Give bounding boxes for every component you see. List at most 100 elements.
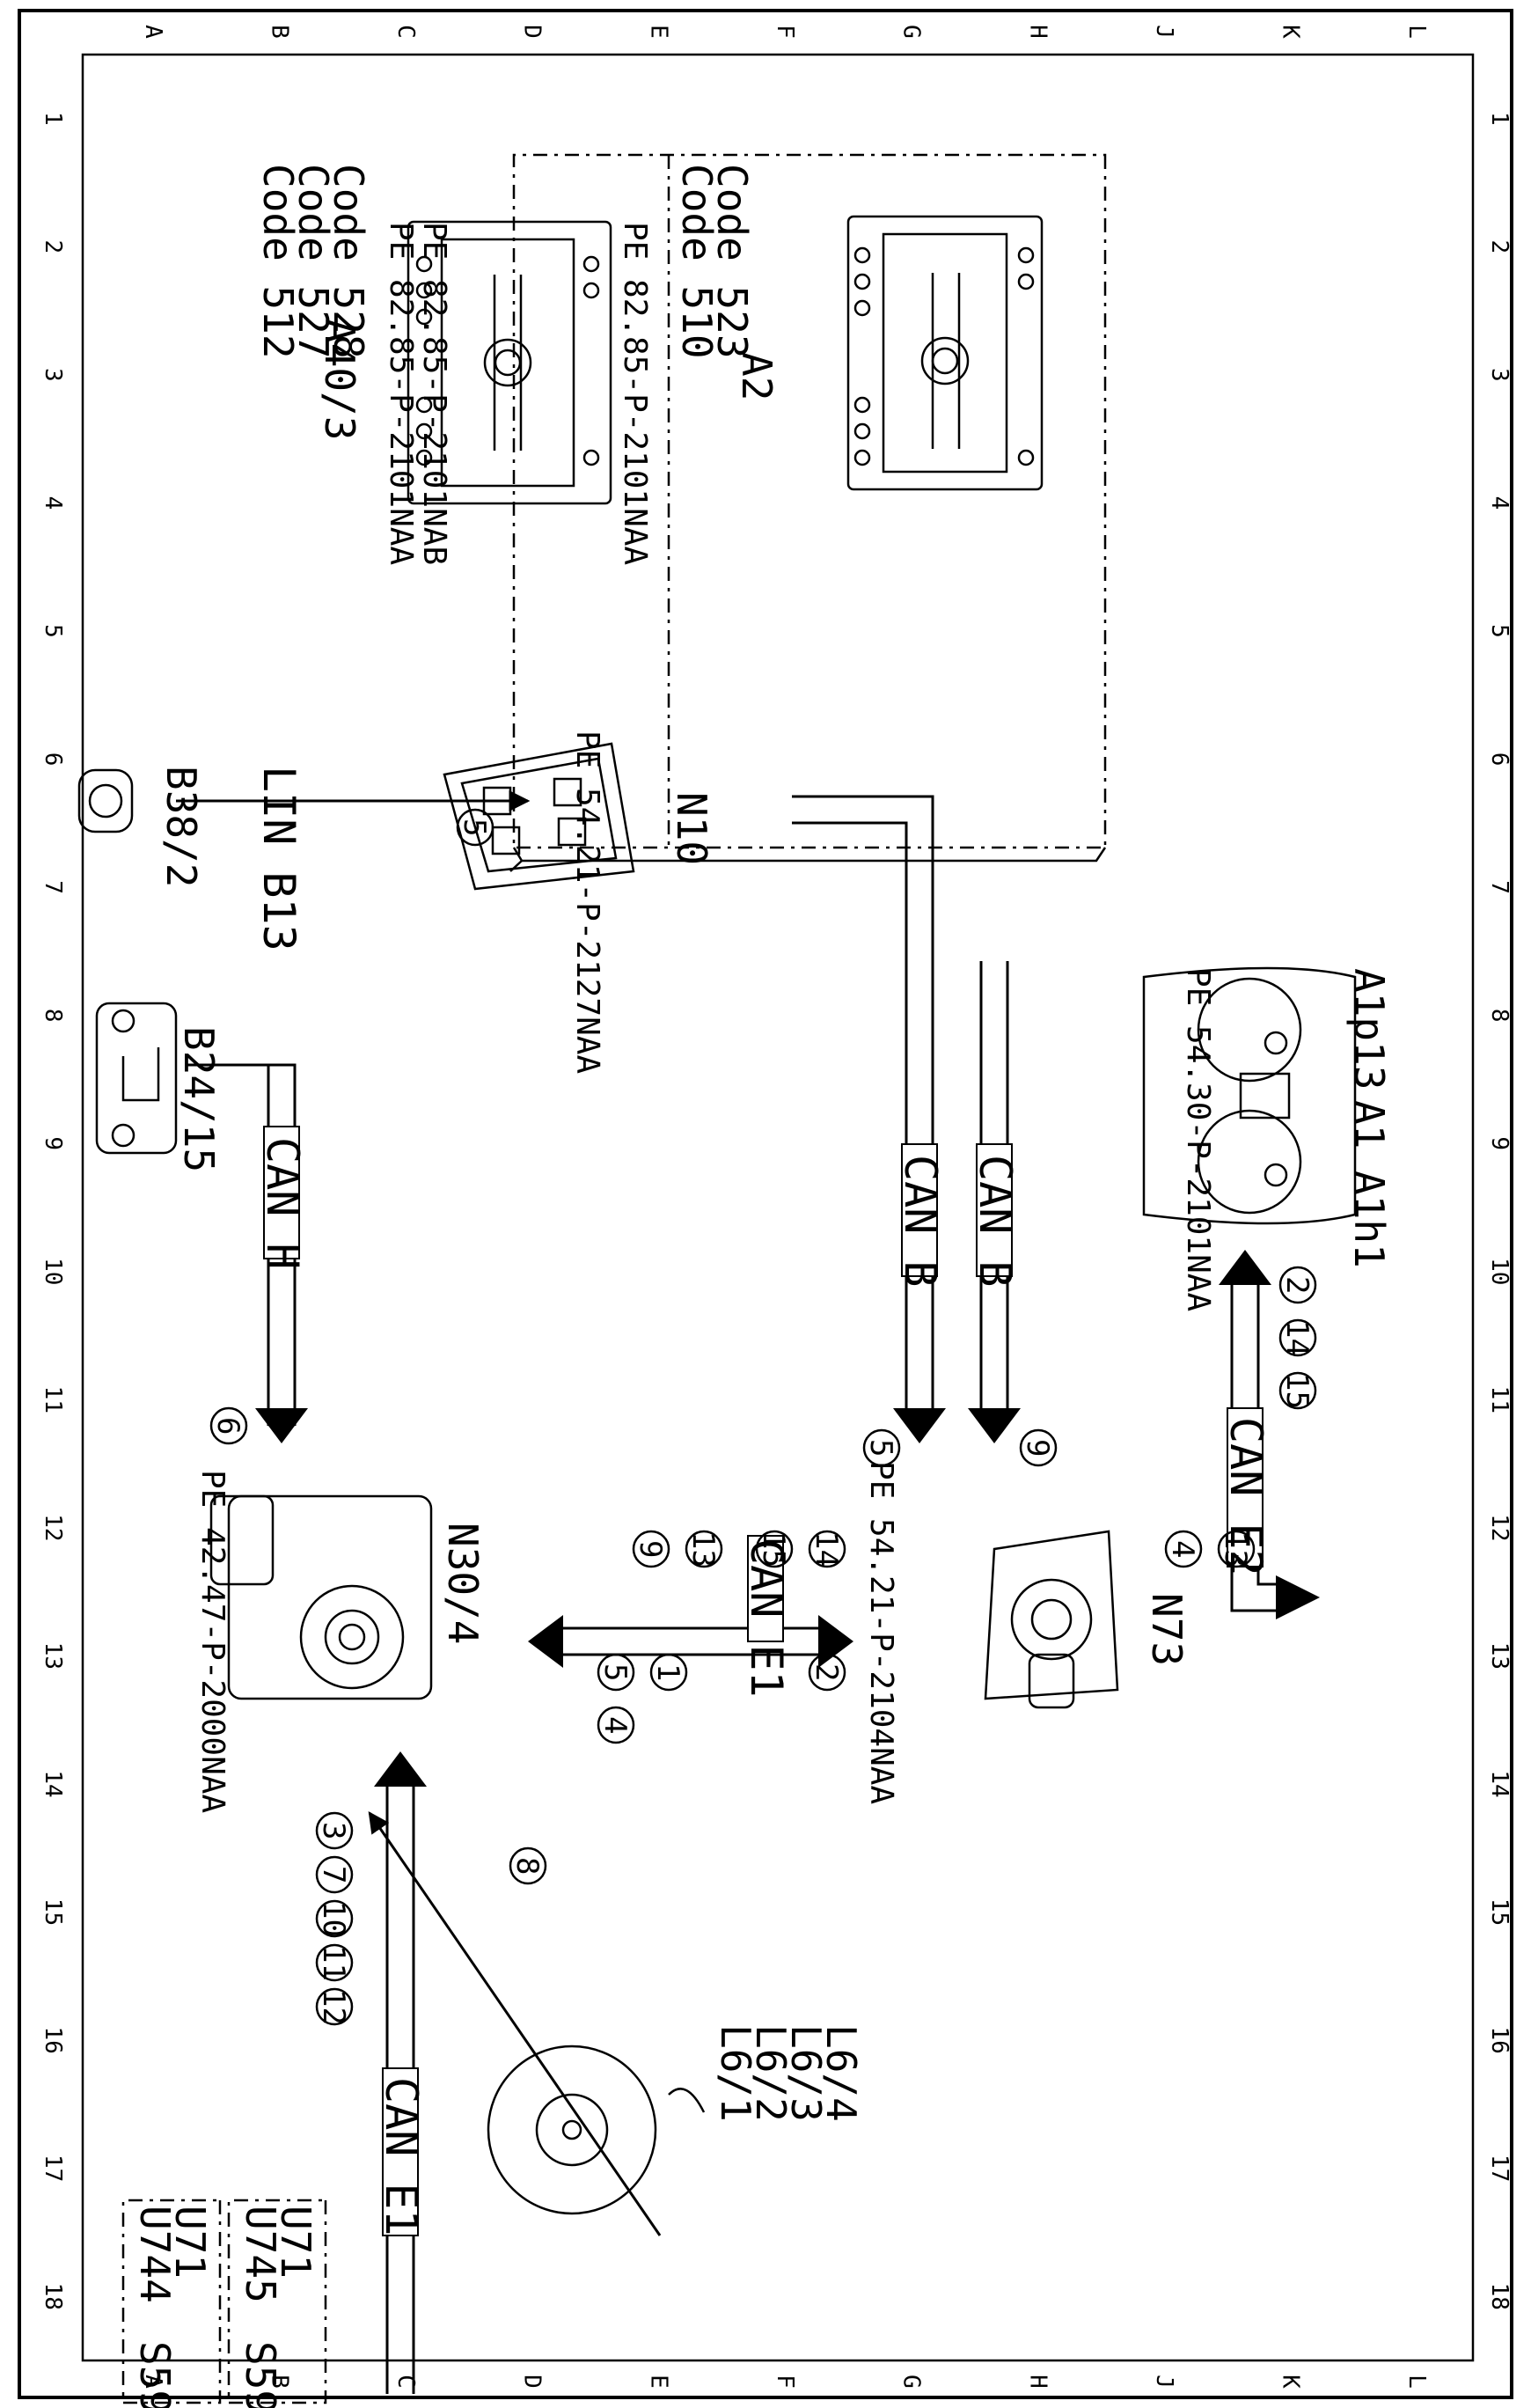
callout-l6-text: 8: [509, 1857, 545, 1875]
grid-row-number: 4: [40, 496, 66, 510]
grid-col-letter: E: [645, 25, 671, 39]
can-b-label-1: CAN B: [895, 1155, 946, 1288]
lin-b13-label: LIN B13: [253, 766, 304, 951]
svg-text:2: 2: [1279, 1276, 1315, 1294]
grid-col-letter: E: [645, 2375, 671, 2389]
can-h-line-b: [185, 1063, 270, 1426]
svg-text:10: 10: [316, 1901, 351, 1937]
grid-row-number: 12: [1486, 1514, 1513, 1541]
radio-box: [512, 153, 1107, 849]
can-b-arrow-1: [893, 1408, 946, 1443]
n10-ref: PE 54.21-P-2127NAA: [569, 730, 605, 1074]
can-h-tag: [263, 1126, 300, 1259]
bottom-u71-b: U71: [166, 2206, 214, 2279]
can-e1-bottom-label: CAN E1: [376, 2077, 427, 2236]
grid-row-number: 5: [1486, 624, 1513, 638]
n10-label: N10: [668, 792, 715, 865]
grid-col-letter: A: [140, 2375, 166, 2389]
grid-labels: 1122334455667788991010111112121313141415…: [40, 25, 1513, 2389]
b38-2-label: B38/2: [157, 766, 205, 887]
a40-3-label: A40/3: [316, 319, 363, 440]
n30-4-abs-unit: [209, 1494, 433, 1700]
grid-row-number: 6: [1486, 752, 1513, 767]
grid-col-letter: H: [1024, 25, 1051, 39]
callout-can-b-left: [862, 1428, 901, 1467]
grid-col-letter: G: [898, 25, 925, 39]
callout-can-b-left-text: 5: [863, 1439, 898, 1457]
svg-text:12: 12: [316, 1989, 351, 2025]
can-h-arrow: [255, 1408, 308, 1443]
radio-unit-a2: [846, 215, 1044, 491]
svg-text:5: 5: [597, 1663, 633, 1681]
can-e2-tag: [1227, 1407, 1264, 1567]
grid-col-letter: K: [1278, 25, 1304, 39]
grid-row-number: 1: [1486, 112, 1513, 126]
grid-row-number: 4: [1486, 496, 1513, 510]
bottom-s59-a: S59: [237, 2341, 284, 2408]
svg-text:14: 14: [1279, 1320, 1315, 1356]
grid-row-number: 14: [40, 1770, 66, 1797]
grid-row-number: 11: [1486, 1386, 1513, 1413]
drawing-frame: [18, 9, 1513, 2399]
n73-ignition-switch: [984, 1530, 1119, 1709]
svg-text:7: 7: [316, 1866, 351, 1883]
can-b-label-2: CAN B: [970, 1155, 1021, 1288]
bottom-u71-a: U71: [272, 2206, 319, 2279]
svg-text:2: 2: [809, 1663, 844, 1681]
grid-row-number: 13: [40, 1642, 66, 1670]
grid-row-number: 3: [40, 368, 66, 382]
grid-col-letter: K: [1278, 2375, 1304, 2389]
can-e1-bottom-arrow: [374, 1751, 427, 1787]
grid-row-number: 15: [40, 1898, 66, 1926]
svg-text:4: 4: [597, 1716, 633, 1734]
grid-row-number: 3: [1486, 368, 1513, 382]
n30-4-label: N30/4: [439, 1523, 487, 1644]
can-b-n10-b: [792, 821, 908, 1408]
grid-col-letter: F: [772, 2375, 798, 2389]
grid-row-number: 16: [1486, 2026, 1513, 2053]
grid-row-number: 8: [1486, 1009, 1513, 1023]
bottom-s59-b: S59: [131, 2341, 179, 2408]
a1p13-label: A1p13: [1345, 968, 1393, 1090]
can-e1-mid-tag: [747, 1535, 784, 1642]
grid-col-letter: D: [519, 25, 546, 39]
grid-row-number: 1: [40, 112, 66, 126]
can-e2-label: CAN E2: [1220, 1417, 1271, 1576]
grid-col-letter: J: [1151, 2375, 1177, 2389]
a2-label: A2: [733, 352, 780, 400]
a1-label: A1: [1345, 1100, 1393, 1149]
grid-row-number: 16: [40, 2026, 66, 2053]
bottom-callouts: 3 7 10 11 12: [315, 1811, 354, 2026]
callout-can-b-right: [1019, 1428, 1058, 1467]
a40-3-ref-2: PE 82.85-P-2101NAB: [416, 222, 452, 565]
can-e2-arrow-a1: [1219, 1250, 1271, 1285]
a40-3-ref-1: PE 82.85-P-2101NAA: [383, 222, 419, 565]
l6-2-label: L6/2: [747, 2024, 795, 2122]
can-e1-mid-arrow-a: [818, 1615, 853, 1668]
l6-line: [368, 1811, 662, 2236]
grid-col-letter: C: [392, 25, 419, 39]
grid-col-letter: G: [898, 2375, 925, 2389]
a1h1-label: A1h1: [1345, 1171, 1393, 1268]
callout-can-b-right-text: 9: [1020, 1439, 1055, 1457]
a2-ref: PE 82.85-P-2101NAA: [617, 222, 653, 565]
grid-col-letter: A: [140, 25, 166, 39]
grid-row-number: 2: [40, 240, 66, 254]
grid-row-number: 6: [40, 752, 66, 767]
grid-row-number: 10: [40, 1258, 66, 1285]
b24-15-sensor: [95, 1002, 178, 1155]
callout-lin-text: 5: [457, 819, 492, 836]
a2-code-2: Code 523: [708, 164, 756, 359]
can-b-n10-a: [792, 795, 934, 1408]
svg-text:13: 13: [1218, 1531, 1253, 1567]
grid-row-number: 18: [1486, 2283, 1513, 2310]
grid-row-number: 8: [40, 1009, 66, 1023]
svg-text:4: 4: [1165, 1540, 1200, 1558]
grid-col-letter: L: [1403, 2375, 1430, 2389]
svg-text:15: 15: [756, 1531, 791, 1567]
can-e2-line-b: [1230, 1276, 1285, 1612]
a40-3-code-3: Code 528: [325, 164, 372, 359]
grid-row-number: 5: [40, 624, 66, 638]
e2-callouts: 2 14 15 4 13: [1164, 1266, 1317, 1568]
